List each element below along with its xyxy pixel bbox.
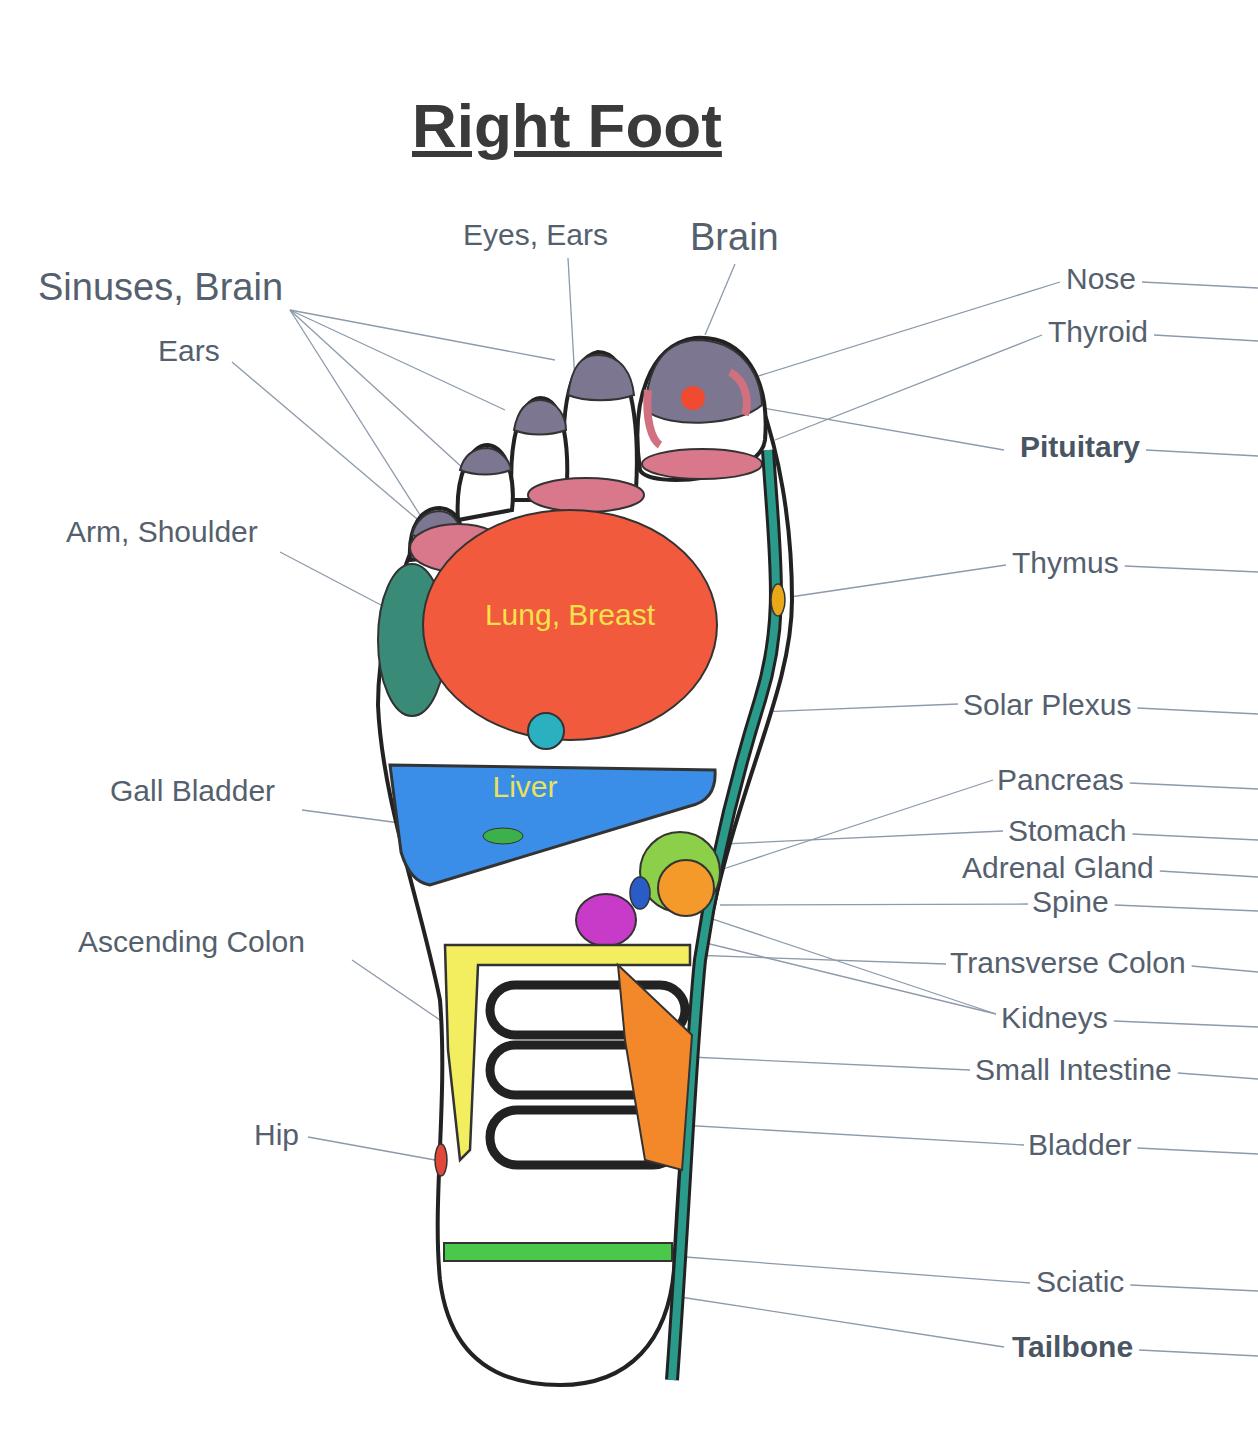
organ-label: Spine: [1032, 887, 1109, 917]
leader-tail: [1137, 1148, 1258, 1154]
leader-tail: [1114, 1021, 1258, 1027]
organ-label: Sinuses, Brain: [38, 268, 283, 306]
organ-label: Eyes, Ears: [463, 220, 608, 250]
leader-tail: [1160, 871, 1258, 877]
organ-label: Adrenal Gland: [962, 853, 1154, 883]
organ-label: Solar Plexus: [963, 690, 1131, 720]
organ-label: Ears: [158, 336, 220, 366]
adrenal-zone: [630, 877, 650, 909]
leader-tail: [1137, 708, 1258, 714]
leader-tail: [1132, 834, 1258, 840]
bladder-zone: [618, 965, 692, 1170]
zone-label: Lung, Breast: [485, 600, 655, 630]
sole-outline: [378, 400, 792, 1385]
organ-label: Thymus: [1012, 548, 1119, 578]
organ-label: Pituitary: [1020, 432, 1140, 462]
organ-label: Stomach: [1008, 816, 1126, 846]
thyroid-zone: [730, 372, 747, 415]
leader-tail: [1139, 1350, 1258, 1356]
toe-tips: [412, 340, 762, 538]
leader-tail: [1178, 1073, 1258, 1079]
pituitary-point: [681, 386, 705, 410]
leader-tail: [1130, 783, 1258, 789]
organ-label: Kidneys: [1001, 1003, 1108, 1033]
organ-label: Nose: [1066, 264, 1136, 294]
hip-zone: [435, 1144, 447, 1176]
organ-label: Hip: [254, 1120, 299, 1150]
leader-tail: [1115, 905, 1258, 911]
organ-label: Thyroid: [1048, 317, 1148, 347]
organ-label: Bladder: [1028, 1130, 1131, 1160]
kidney-zone: [576, 894, 636, 946]
sciatic-band: [444, 1243, 672, 1261]
organ-label: Sciatic: [1036, 1267, 1124, 1297]
organ-zone: Liver: [385, 760, 725, 890]
organ-label: Gall Bladder: [110, 776, 275, 806]
leader-tail: [1154, 335, 1258, 341]
leader-tail: [1192, 966, 1258, 972]
organ-label: Ascending Colon: [78, 927, 305, 957]
leader-tail: [1142, 282, 1258, 288]
organ-zone: Lung, Breast: [420, 505, 720, 753]
organ-label: Transverse Colon: [950, 948, 1186, 978]
organ-label: Tailbone: [1012, 1332, 1133, 1362]
diagram-title: Right Foot: [412, 92, 722, 160]
nose-zone: [647, 390, 660, 445]
organ-label: Arm, Shoulder: [66, 517, 258, 547]
organ-label: Pancreas: [997, 765, 1124, 795]
zone-label: Liver: [492, 772, 557, 802]
leader-tail: [1130, 1285, 1258, 1291]
pancreas-zone: [658, 860, 714, 916]
organ-label: Brain: [690, 218, 779, 256]
leader-tail: [1146, 450, 1258, 456]
organ-label: Small Intestine: [975, 1055, 1172, 1085]
thymus-zone: [771, 584, 785, 616]
leader-tail: [1125, 566, 1258, 572]
